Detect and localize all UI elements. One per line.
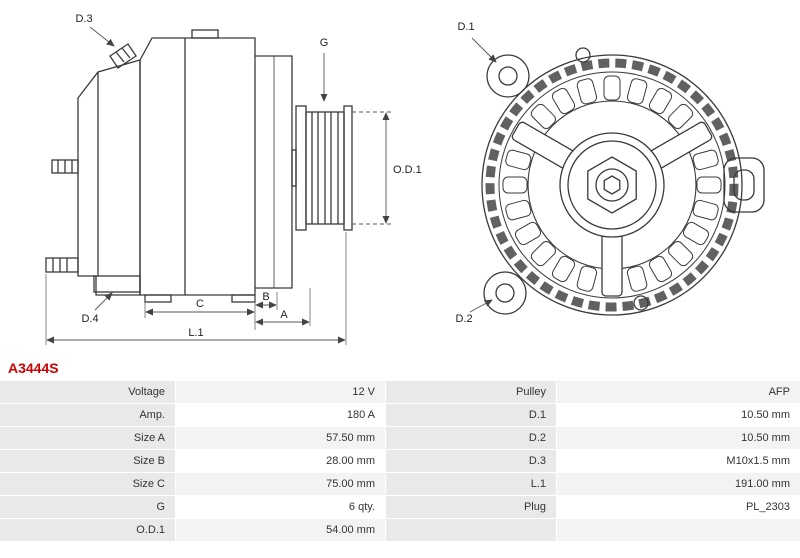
dimension-lines-side — [45, 26, 394, 345]
spec-label: Size B — [0, 450, 175, 472]
label-a: A — [280, 309, 288, 321]
stud-d3 — [109, 43, 137, 69]
spec-label: Amp. — [0, 404, 175, 426]
label-d1: D.1 — [457, 21, 474, 33]
label-c: C — [196, 298, 204, 310]
spec-value: 12 V — [176, 381, 385, 403]
spec-label: Pulley — [386, 381, 556, 403]
spec-value: M10x1.5 mm — [557, 450, 800, 472]
hole-d2 — [495, 283, 515, 303]
diagram-labels: D.3 G O.D.1 C B A D.4 L.1 D.1 D.2 — [75, 13, 474, 339]
lug-right — [723, 157, 765, 213]
spec-row: O.D.1 54.00 mm — [0, 519, 800, 541]
spec-label: D.3 — [386, 450, 556, 472]
spec-label: Voltage — [0, 381, 175, 403]
spec-value — [557, 519, 800, 541]
stud-mid — [51, 159, 79, 174]
dimension-lines-front — [469, 37, 497, 313]
hole-d1 — [498, 66, 518, 86]
spec-label: Plug — [386, 496, 556, 518]
spec-value: 6 qty. — [176, 496, 385, 518]
spec-label: L.1 — [386, 473, 556, 495]
label-g: G — [320, 37, 329, 49]
label-b: B — [262, 291, 269, 303]
label-d3: D.3 — [75, 13, 92, 25]
spec-label: D.1 — [386, 404, 556, 426]
spec-value: 57.50 mm — [176, 427, 385, 449]
spec-value: 54.00 mm — [176, 519, 385, 541]
spec-label: D.2 — [386, 427, 556, 449]
label-d4: D.4 — [81, 313, 98, 325]
label-od1: O.D.1 — [393, 164, 422, 176]
side-view — [45, 29, 353, 303]
spec-table: Voltage 12 V Pulley AFP Amp. 180 A D.1 1… — [0, 381, 800, 541]
spec-value: 10.50 mm — [557, 404, 800, 426]
spec-row: Amp. 180 A D.1 10.50 mm — [0, 404, 800, 426]
ear-top-left — [486, 54, 530, 98]
technical-drawing: D.3 G O.D.1 C B A D.4 L.1 D.1 D.2 — [45, 13, 765, 345]
mounting-foot — [93, 275, 141, 293]
spec-value: PL_2303 — [557, 496, 800, 518]
spec-label: Size A — [0, 427, 175, 449]
spec-value: 10.50 mm — [557, 427, 800, 449]
ear-bottom-left — [483, 271, 527, 315]
front-view — [481, 47, 765, 316]
spec-label — [386, 519, 556, 541]
spec-row: Size C 75.00 mm L.1 191.00 mm — [0, 473, 800, 495]
part-number: A3444S — [8, 360, 59, 376]
spec-value: 180 A — [176, 404, 385, 426]
spec-label: O.D.1 — [0, 519, 175, 541]
spec-row: Voltage 12 V Pulley AFP — [0, 381, 800, 403]
spec-value: AFP — [557, 381, 800, 403]
spec-row: Size A 57.50 mm D.2 10.50 mm — [0, 427, 800, 449]
label-d2: D.2 — [455, 313, 472, 325]
pulley-side — [295, 105, 353, 231]
stud-d4 — [45, 257, 79, 273]
spec-value: 28.00 mm — [176, 450, 385, 472]
spec-value: 191.00 mm — [557, 473, 800, 495]
label-l1: L.1 — [188, 327, 203, 339]
spec-label: G — [0, 496, 175, 518]
alternator-diagram: D.3 G O.D.1 C B A D.4 L.1 D.1 D.2 — [45, 13, 765, 345]
cooling-fins — [485, 58, 739, 312]
spec-value: 75.00 mm — [176, 473, 385, 495]
spec-label: Size C — [0, 473, 175, 495]
spec-row: Size B 28.00 mm D.3 M10x1.5 mm — [0, 450, 800, 472]
spec-row: G 6 qty. Plug PL_2303 — [0, 496, 800, 518]
hub — [559, 132, 665, 238]
